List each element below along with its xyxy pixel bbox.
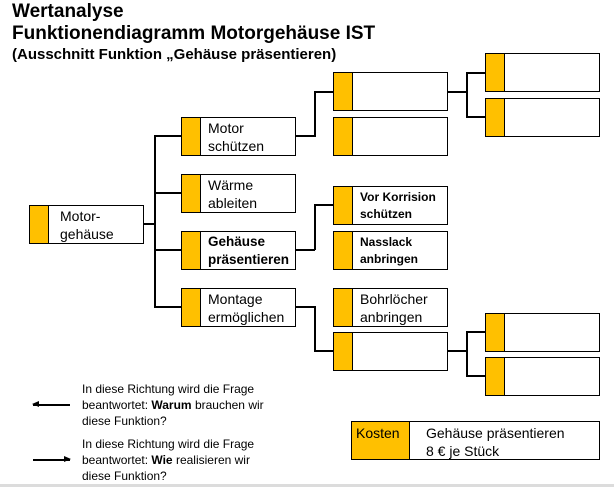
connector — [466, 331, 468, 376]
connector — [466, 72, 485, 74]
legend-why-text: In diese Richtung wird die Frage beantwo… — [82, 382, 255, 412]
function-box-empty[interactable] — [485, 313, 600, 352]
function-label: Gehäuse präsentieren — [208, 234, 290, 267]
connector — [314, 306, 316, 351]
function-box-waerme-ableiten[interactable]: Wärme ableiten — [181, 174, 296, 213]
connector — [154, 135, 181, 137]
legend-why: In diese Richtung wird die Frage beantwo… — [82, 381, 264, 429]
connector — [314, 204, 333, 206]
legend-why-text-end: brauchen wir diese Funktion? — [82, 398, 264, 428]
function-label: Vor Korrision schützen — [360, 190, 436, 221]
function-label: Wärme ableiten — [208, 177, 258, 211]
legend-how: In diese Richtung wird die Frage beantwo… — [82, 436, 254, 484]
function-box-empty[interactable] — [333, 72, 448, 111]
footer-bar — [0, 484, 614, 487]
function-box-root[interactable]: Motor- gehäuse — [29, 205, 144, 244]
legend-how-keyword: Wie — [151, 453, 173, 467]
connector — [314, 204, 316, 250]
legend-how-text: In diese Richtung wird die Frage beantwo… — [82, 437, 255, 467]
diagram-caption: (Ausschnitt Funktion „Gehäuse präsentier… — [12, 46, 337, 63]
right-arrow-icon — [33, 456, 71, 462]
function-label: Montage ermöglichen — [208, 291, 285, 325]
function-box-gehaeuse-praesentieren[interactable]: Gehäuse präsentieren — [181, 231, 296, 270]
connector — [295, 135, 315, 137]
function-label: Motor- gehäuse — [60, 208, 114, 242]
function-box-vor-korrision-schuetzen[interactable]: Vor Korrision schützen — [333, 186, 448, 225]
connector — [447, 350, 467, 352]
function-box-empty[interactable] — [485, 357, 600, 396]
connector — [154, 135, 156, 308]
connector — [154, 249, 181, 251]
page-title: Wertanalyse — [12, 1, 124, 22]
cost-box: Kosten Gehäuse präsentieren 8 € je Stück — [351, 421, 600, 460]
function-marker — [334, 73, 353, 110]
function-marker — [334, 232, 353, 269]
function-box-empty[interactable] — [333, 332, 448, 371]
connector — [154, 192, 181, 194]
function-marker — [486, 358, 505, 395]
connector — [466, 72, 468, 117]
connector — [466, 116, 485, 118]
connector — [295, 306, 315, 308]
cost-marker: Kosten — [352, 422, 410, 459]
function-label: Nasslack anbringen — [360, 235, 419, 266]
function-marker — [486, 54, 505, 91]
left-arrow-icon — [32, 401, 70, 407]
function-marker — [486, 99, 505, 136]
function-marker — [182, 232, 201, 269]
connector — [314, 91, 333, 93]
function-marker — [334, 289, 353, 326]
function-box-empty[interactable] — [333, 117, 448, 156]
connector — [447, 91, 467, 93]
connector — [143, 223, 156, 225]
function-marker — [182, 118, 201, 155]
function-box-nasslack-anbringen[interactable]: Nasslack anbringen — [333, 231, 448, 270]
function-box-bohrloecher-anbringen[interactable]: Bohrlöcher anbringen — [333, 288, 448, 327]
connector — [314, 350, 333, 352]
connector — [466, 331, 485, 333]
function-marker — [182, 289, 201, 326]
function-marker — [334, 333, 353, 370]
cost-label: Kosten — [356, 425, 400, 441]
function-box-motor-schuetzen[interactable]: Motor schützen — [181, 117, 296, 156]
function-marker — [30, 206, 49, 243]
function-label: Motor schützen — [208, 120, 265, 154]
function-label: Bohrlöcher anbringen — [360, 291, 428, 325]
legend-why-keyword: Warum — [151, 398, 192, 412]
cost-text: Gehäuse präsentieren 8 € je Stück — [426, 425, 565, 459]
function-box-empty[interactable] — [485, 98, 600, 137]
function-marker — [486, 314, 505, 351]
connector — [154, 306, 181, 308]
connector — [295, 249, 315, 251]
function-marker — [334, 187, 353, 224]
connector — [466, 375, 485, 377]
legend-how-text-end: realisieren wir diese Funktion? — [82, 453, 250, 483]
function-marker — [182, 175, 201, 212]
function-box-montage-ermoeglichen[interactable]: Montage ermöglichen — [181, 288, 296, 327]
function-marker — [334, 118, 353, 155]
connector — [314, 91, 316, 137]
diagram-title: Funktionendiagramm Motorgehäuse IST — [12, 23, 376, 44]
function-box-empty[interactable] — [485, 53, 600, 92]
